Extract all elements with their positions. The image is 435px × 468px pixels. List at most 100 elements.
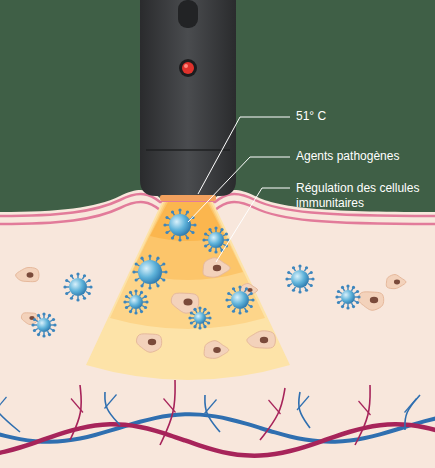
cell-nucleus [27,272,34,277]
pathogen-spike-tip [357,295,360,298]
pathogen [129,295,143,309]
pathogen-spike-tip [337,301,340,304]
pathogen-spike-tip [37,314,40,317]
pathogen-spike-tip [305,266,308,269]
pathogen-spike-tip [190,311,193,314]
pathogen-spike-tip [31,323,34,326]
heat-zone [86,202,290,380]
pathogen-spike-tip [346,284,349,287]
cell-nucleus [260,337,268,344]
pathogen-spike-tip [298,290,301,293]
pathogen-spike-tip [207,321,210,324]
cell-nucleus [213,347,221,353]
capillary [105,395,117,409]
pathogen-spike-tip [287,271,290,274]
pathogen-spike-tip [251,298,254,301]
pathogen-spike-tip [33,329,36,332]
pathogen-spike-tip [250,305,253,308]
capillary [297,396,309,410]
pathogen-spike-tip [140,310,143,313]
pathogen-spike-tip [37,333,40,336]
pathogen-spike-tip [203,308,206,311]
pathogen-spike-tip [140,291,143,294]
callout-label: Agents pathogènes [296,149,428,164]
pathogen-spike-tip [310,284,313,287]
pathogen-spike-tip [337,290,340,293]
pathogen-spike-tip [156,284,159,287]
pathogen-spike-tip [33,318,36,321]
pathogen-spike-tip [341,286,344,289]
leader-line [198,117,290,194]
capillary [105,392,120,425]
pathogen-spike-tip [204,232,207,235]
pathogen-spike-tip [129,310,132,313]
callout-label: 51° C [296,109,428,124]
cell-nucleus [394,280,400,285]
device-led-housing [179,59,197,77]
pathogen-spike-tip [352,286,355,289]
immune-cell [358,292,383,310]
pathogen-spike-tip [208,316,211,319]
pathogen-spike-tip [52,329,55,332]
pathogen-spike-tip [65,279,68,282]
capillary [70,385,81,440]
pathogen-spike-tip [287,284,290,287]
device-led [182,62,194,74]
pathogen-spike-tip [171,236,174,239]
pathogen-spike-tip [148,286,151,289]
immune-cell [136,334,161,352]
blood-vessels [0,380,435,456]
pathogen-spike-tip [132,270,135,273]
pathogen-spike-tip [193,223,196,226]
heating-plate [160,195,216,201]
pathogen-spike-tip [352,305,355,308]
pathogen-spike-tip [70,274,73,277]
pathogen-spike-tip [250,292,253,295]
pathogen-spike-tip [227,305,230,308]
pathogens [31,208,360,337]
cell-nucleus [183,298,192,305]
pathogen-spike-tip [232,310,235,313]
immune-cell [204,341,229,359]
pathogen-spike-tip [310,271,313,274]
pathogen-spike-tip [171,210,174,213]
pathogen-spike-tip [204,244,207,247]
pathogen-spike-tip [232,287,235,290]
capillary [0,390,20,432]
pathogen-spike-tip [135,278,138,281]
device-body [140,0,236,196]
pathogen-spike-tip [42,334,45,337]
immune-cell [21,313,37,325]
pathogen-spike-tip [198,326,201,329]
pathogen-spike-tip [202,238,205,241]
pathogen [291,270,309,288]
pathogen-spike-tip [165,231,168,234]
pathogen-spike-tip [70,297,73,300]
immune-cells [16,258,406,359]
pathogen-spike-tip [188,316,191,319]
pathogen-spike-tip [341,305,344,308]
pathogen-spike-tip [83,274,86,277]
cell-nucleus [370,297,378,304]
pathogen [231,291,249,309]
pathogen-spike-tip [193,308,196,311]
pathogen-spike-tip [52,318,55,321]
immune-cell [16,267,39,281]
leader-line [188,157,290,222]
capillary [260,388,285,440]
capillary [0,397,7,411]
pathogen-spike-tip [207,311,210,314]
pathogen-spike-tip [83,297,86,300]
capillary [71,399,83,413]
pathogen-spike-tip [227,292,230,295]
capillary [405,399,417,413]
pathogen-spike-tip [134,289,137,292]
pathogen-spike-tip [144,306,147,309]
pathogen-spike-tip [162,262,165,265]
pathogen-spike-tip [165,216,168,219]
pathogen-spike-tip [311,277,314,280]
pathogen [138,260,162,284]
pathogen-spike-tip [225,232,228,235]
pathogen-spike-tip [214,226,217,229]
